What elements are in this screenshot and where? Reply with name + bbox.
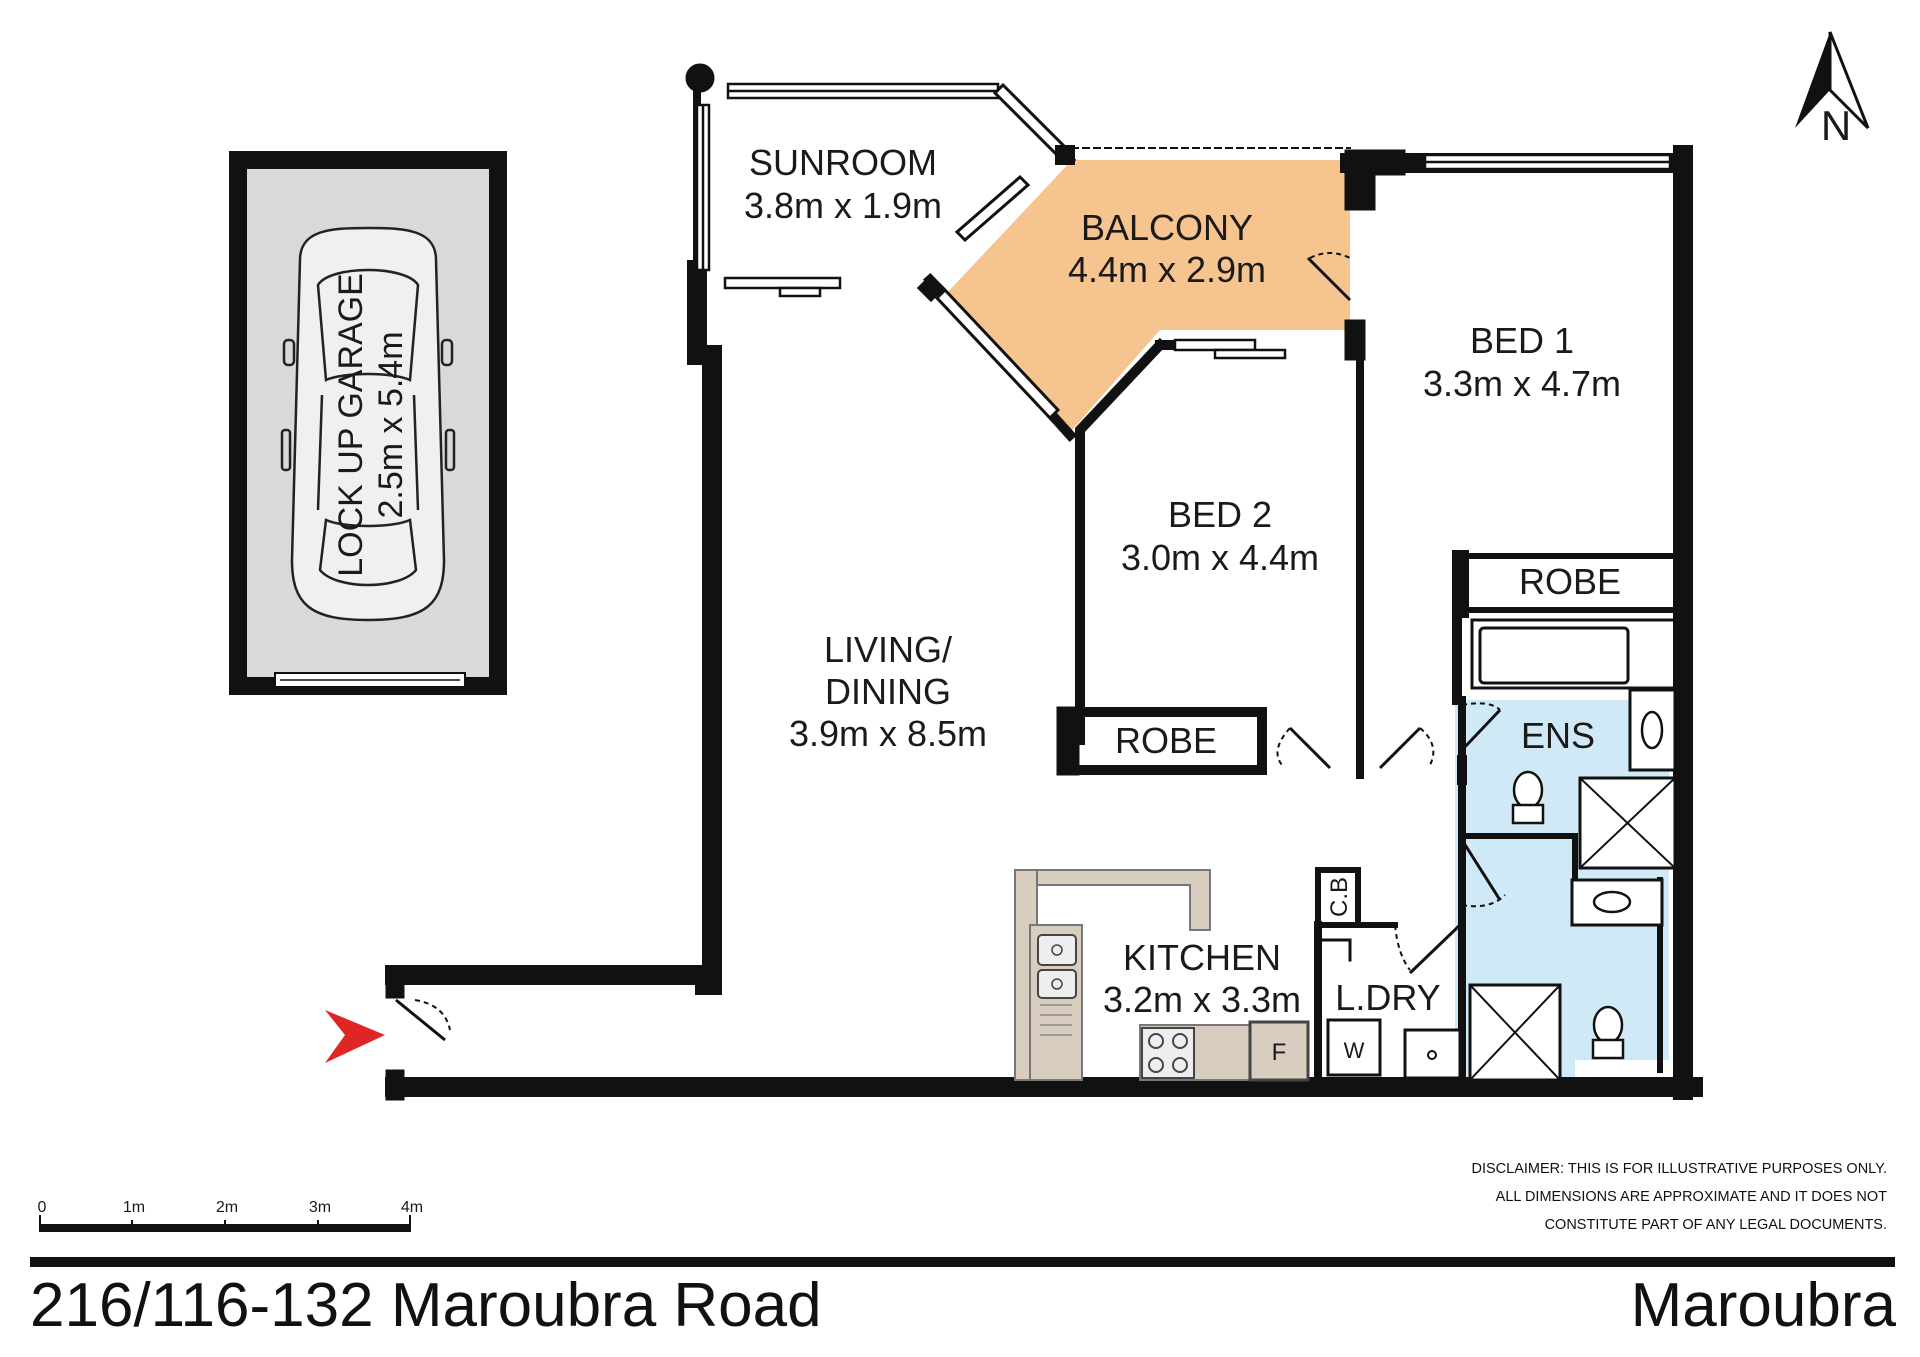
kitchen-size: 3.2m x 3.3m bbox=[1103, 979, 1301, 1020]
bed2-name: BED 2 bbox=[1168, 494, 1272, 535]
washer-label: W bbox=[1344, 1038, 1365, 1063]
garage-size: 2.5m x 5.4m bbox=[372, 331, 410, 518]
car-icon bbox=[280, 226, 456, 622]
sunroom-size: 3.8m x 1.9m bbox=[744, 185, 942, 226]
laundry-label: L.DRY bbox=[1335, 977, 1440, 1018]
garage-name: LOCK UP GARAGE bbox=[332, 273, 370, 577]
robe-bed1-label: ROBE bbox=[1519, 561, 1621, 602]
scale-bar: 0 1m 2m 3m 4m bbox=[38, 1199, 423, 1232]
north-arrow-icon bbox=[1795, 32, 1830, 128]
living-name-line1: LIVING/ bbox=[824, 629, 952, 670]
bed1-size: 3.3m x 4.7m bbox=[1423, 363, 1621, 404]
kitchen-benches bbox=[1014, 869, 1310, 1082]
north-label: N bbox=[1821, 102, 1851, 149]
scale-tick-1: 1m bbox=[123, 1199, 145, 1216]
sunroom-name: SUNROOM bbox=[749, 142, 937, 183]
cooktop-icon bbox=[1141, 1027, 1195, 1079]
living-name-line2: DINING bbox=[825, 671, 951, 712]
disclaimer-line-2: ALL DIMENSIONS ARE APPROXIMATE AND IT DO… bbox=[1495, 1189, 1887, 1205]
walls bbox=[385, 63, 1703, 1101]
bed2-size: 3.0m x 4.4m bbox=[1121, 537, 1319, 578]
north-compass: N bbox=[1795, 31, 1870, 149]
property-address: 216/116-132 Maroubra Road bbox=[30, 1271, 822, 1340]
kitchen-name: KITCHEN bbox=[1123, 937, 1281, 978]
doors bbox=[395, 252, 1506, 1042]
garage: LOCK UP GARAGE 2.5m x 5.4m bbox=[229, 151, 507, 695]
ensuite-label: ENS bbox=[1521, 715, 1595, 756]
angled-windows bbox=[934, 82, 1071, 421]
balcony-size: 4.4m x 2.9m bbox=[1068, 249, 1266, 290]
scale-tick-4: 4m bbox=[401, 1199, 423, 1216]
entry-arrow-icon bbox=[325, 1010, 385, 1063]
property-suburb: Maroubra bbox=[1630, 1271, 1896, 1340]
living-size: 3.9m x 8.5m bbox=[789, 713, 987, 754]
scale-tick-0: 0 bbox=[38, 1199, 47, 1216]
window-post bbox=[916, 273, 946, 303]
balcony-area bbox=[945, 160, 1350, 430]
bed1-name: BED 1 bbox=[1470, 320, 1574, 361]
window-post bbox=[1055, 145, 1075, 165]
sink-icon bbox=[1037, 934, 1077, 966]
cupboard-label: C.B bbox=[1326, 877, 1353, 917]
scale-tick-2: 2m bbox=[216, 1199, 238, 1216]
disclaimer: DISCLAIMER: THIS IS FOR ILLUSTRATIVE PUR… bbox=[1287, 1155, 1887, 1239]
room-labels: SUNROOM 3.8m x 1.9m BALCONY 4.4m x 2.9m … bbox=[744, 142, 1621, 1066]
disclaimer-line-1: DISCLAIMER: THIS IS FOR ILLUSTRATIVE PUR… bbox=[1471, 1161, 1887, 1177]
fridge bbox=[1248, 1020, 1310, 1082]
disclaimer-line-3: CONSTITUTE PART OF ANY LEGAL DOCUMENTS. bbox=[1544, 1217, 1887, 1233]
scale-tick-3: 3m bbox=[309, 1199, 331, 1216]
robe-bed2-label: ROBE bbox=[1115, 720, 1217, 761]
entry-door bbox=[395, 998, 446, 1042]
balcony-name: BALCONY bbox=[1081, 207, 1253, 248]
fridge-label: F bbox=[1272, 1039, 1287, 1066]
windows bbox=[695, 82, 1672, 360]
